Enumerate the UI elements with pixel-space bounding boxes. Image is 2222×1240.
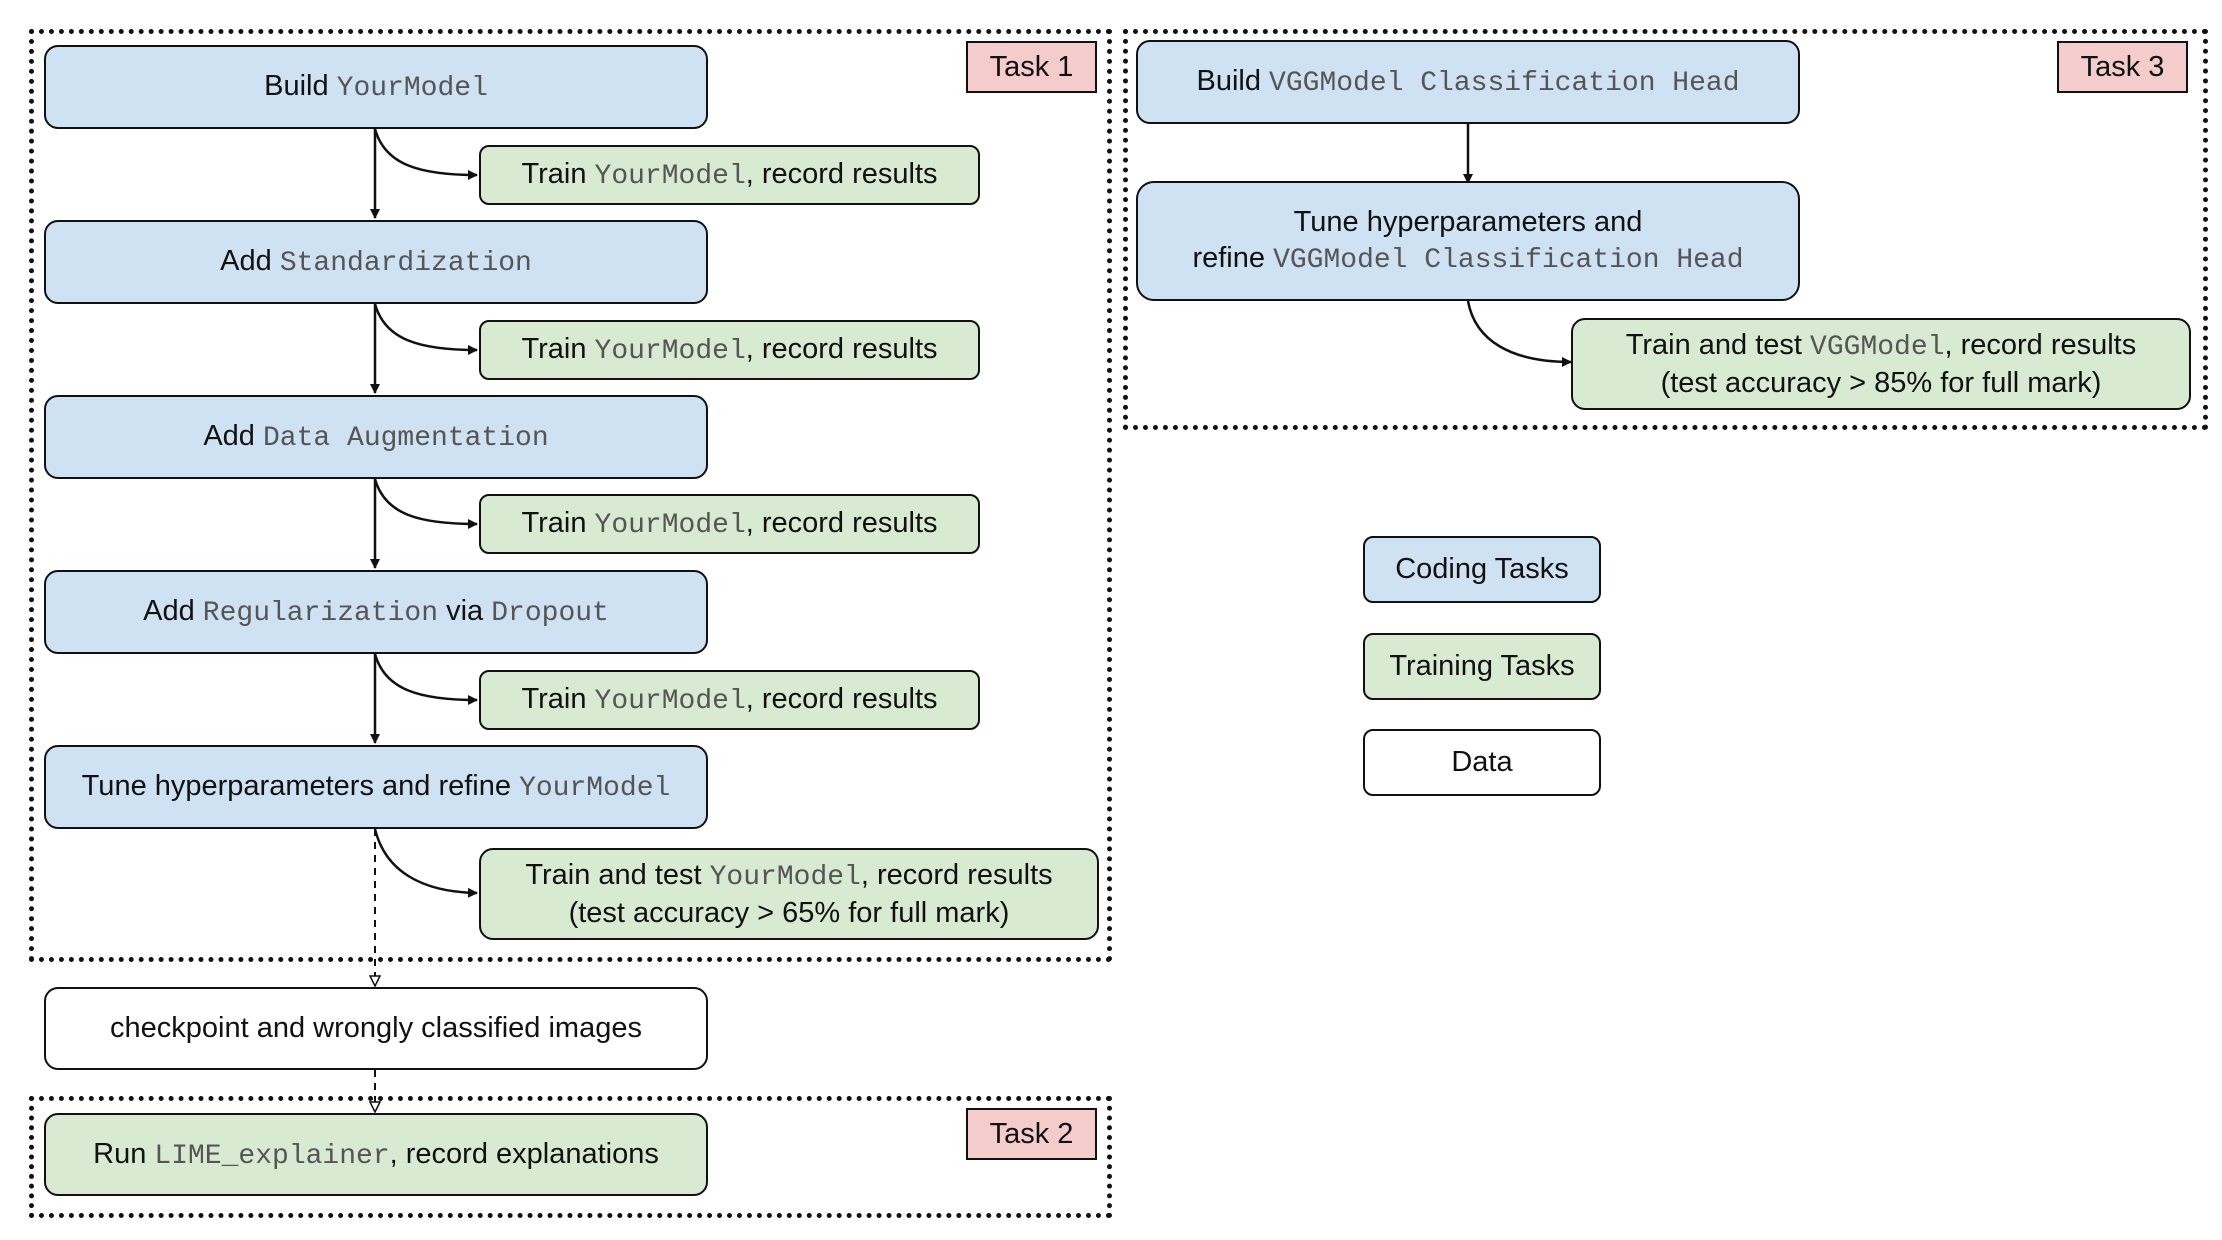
add-regularization-step: Add Regularization via Dropout [44, 570, 708, 654]
tune-yourmodel-step: Tune hyperparameters and refine YourMode… [44, 745, 708, 829]
legend-coding-tasks: Coding Tasks [1363, 536, 1601, 603]
arrow-to-train-1 [373, 128, 478, 180]
task1-region [29, 29, 1112, 962]
arrow-to-train-4 [373, 653, 478, 705]
legend-data: Data [1363, 729, 1601, 796]
train-yourmodel-step-4: Train YourModel, record results [479, 670, 980, 730]
add-standardization-step: Add Standardization [44, 220, 708, 304]
arrow-to-train-3 [373, 478, 478, 529]
legend-training-tasks: Training Tasks [1363, 633, 1601, 700]
task1-tag: Task 1 [966, 41, 1097, 93]
train-yourmodel-step-1: Train YourModel, record results [479, 145, 980, 205]
task2-region [29, 1096, 1112, 1218]
task3-tag: Task 3 [2057, 41, 2188, 93]
train-yourmodel-step-2: Train YourModel, record results [479, 320, 980, 380]
arrow-to-train-2 [373, 303, 478, 355]
add-data-augmentation-step: Add Data Augmentation [44, 395, 708, 479]
train-yourmodel-step-3: Train YourModel, record results [479, 494, 980, 554]
build-yourmodel-step: Build YourModel [44, 45, 708, 129]
arrow-to-train-final [373, 828, 478, 898]
run-lime-explainer-step: Run LIME_explainer, record explanations [44, 1113, 708, 1196]
task3-region [1123, 29, 2208, 430]
arrow-vgg-tune-to-train [1466, 300, 1572, 367]
build-vgg-head-step: Build VGGModel Classification Head [1136, 40, 1800, 124]
tune-vgg-head-step: Tune hyperparameters and refine VGGModel… [1136, 181, 1800, 301]
train-test-yourmodel-step: Train and test YourModel, record results… [479, 848, 1099, 940]
checkpoint-data-box: checkpoint and wrongly classified images [44, 987, 708, 1070]
task2-tag: Task 2 [966, 1108, 1097, 1160]
train-test-vgg-step: Train and test VGGModel, record results … [1571, 318, 2191, 410]
